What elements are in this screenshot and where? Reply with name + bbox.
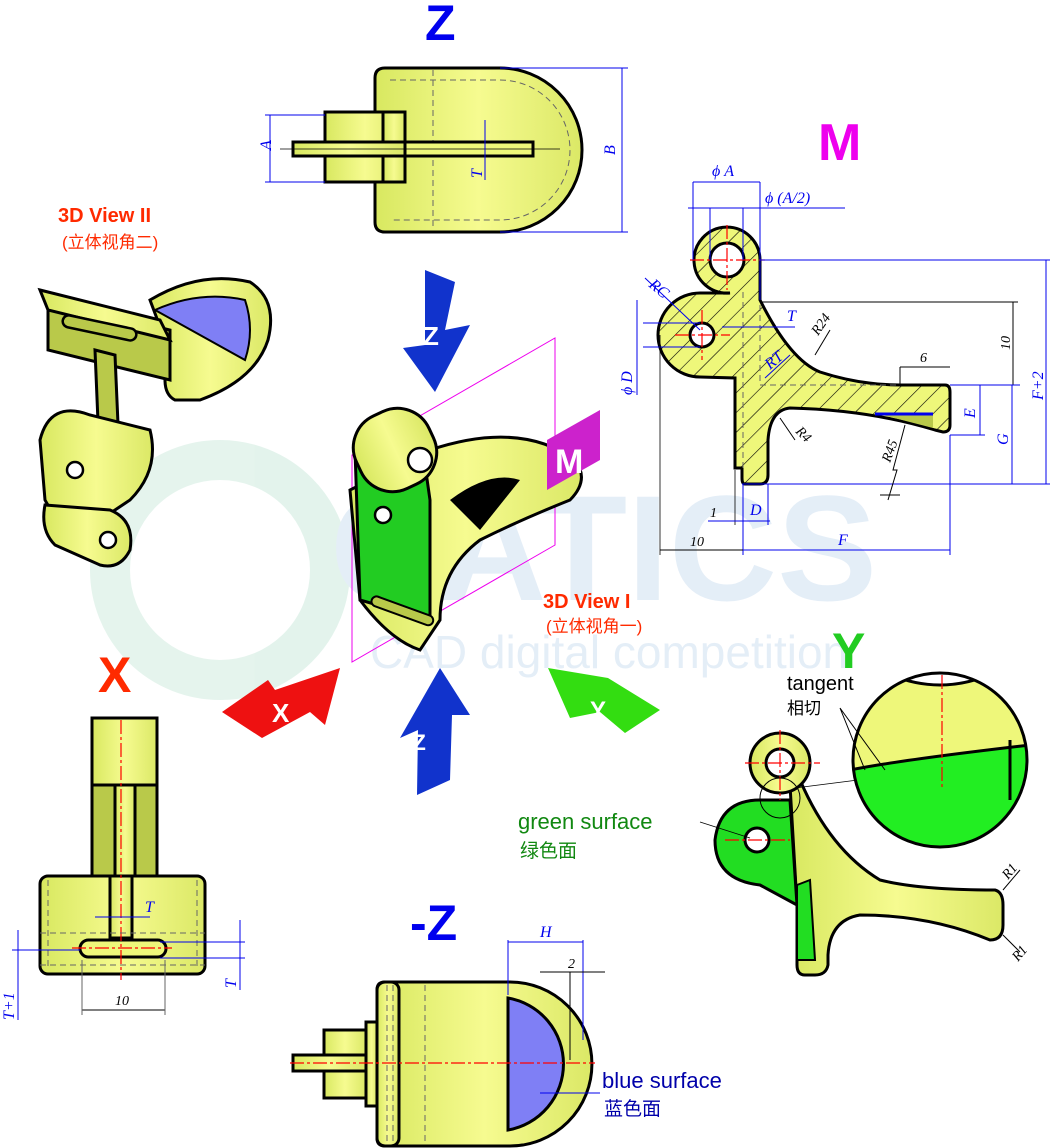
dim-10-horizontal: 10 [690,535,704,550]
view-title-z: Z [425,0,456,51]
dim-t-section: T [787,308,797,325]
section-m-view: M ϕ A ϕ (A/2) F+2 10 6 E G ϕ D RC T RT R… [619,114,1050,555]
dim-f: F [837,532,848,549]
view-i-title: 3D View I [543,591,630,613]
watermark-subtitle: CAD digital competition [370,626,848,678]
dim-e: E [962,408,979,419]
center-3d-view: Z M X -Z Y [222,270,660,795]
green-surface-callout-cn: 绿色面 [520,840,577,862]
dim-t-x-right: T [223,978,240,988]
tangent-label-cn: 相切 [787,699,821,718]
green-surface-callout: green surface [518,809,653,834]
view-i-subtitle: (立体视角一) [546,617,642,636]
dim-b: B [602,145,619,155]
blue-surface-callout: blue surface [602,1068,722,1093]
dim-d: D [749,502,762,519]
dim-r1-top: R1 [999,861,1021,883]
flag-m-label: M [555,443,583,481]
arrow-neg-z: -Z [400,668,470,795]
arrow-z-label: Z [423,321,439,351]
dim-r24: R24 [808,311,834,339]
detail-circle [851,671,1029,849]
arrow-x-label: X [272,698,290,728]
dim-t-top: T [469,168,486,178]
dim-10-x: 10 [115,994,129,1009]
top-z-view: Z A B T [258,0,628,234]
dim-rc: RC [645,275,673,302]
dim-phi-a: ϕ A [712,163,734,180]
dim-t-plus-1: T+1 [1,992,18,1020]
view-title-x: X [98,647,131,703]
arrow-y: Y [548,668,660,733]
neg-z-view: -Z H 2 blue surface 蓝色面 [290,895,722,1148]
dim-g: G [995,433,1012,445]
dim-r1-bottom: R1 [1009,943,1031,965]
view-title-m: M [818,114,861,172]
arrow-neg-z-label: -Z [405,730,426,755]
view-title-y: Y [832,623,865,679]
arrow-x: X [222,668,340,738]
dim-f-plus-2: F+2 [1030,371,1047,401]
dim-6: 6 [920,351,927,366]
dim-r45: R45 [879,438,901,465]
dim-a: A [258,140,275,151]
flag-m: M [547,410,600,490]
view-title-neg-z: -Z [410,895,457,951]
dim-phi-d: ϕ D [619,371,636,395]
dim-phi-a2: ϕ (A/2) [765,190,810,207]
x-view: X T T+1 10 T [1,647,245,1020]
tangent-label: tangent [787,673,854,695]
view-ii: 3D View II (立体视角二) [37,205,273,568]
dim-10-vertical: 10 [999,336,1014,350]
dim-h: H [539,924,553,941]
dim-1: 1 [710,506,717,521]
view-ii-title: 3D View II [58,205,151,227]
dim-2: 2 [568,957,575,972]
dim-r4: R4 [791,424,813,446]
view-ii-subtitle: (立体视角二) [62,233,158,252]
arrow-y-label: Y [590,697,606,724]
dim-t-x: T [145,899,155,916]
view-i: 3D View I (立体视角一) [543,591,642,636]
blue-surface-callout-cn: 蓝色面 [604,1098,661,1120]
arrow-z: Z [403,270,470,392]
